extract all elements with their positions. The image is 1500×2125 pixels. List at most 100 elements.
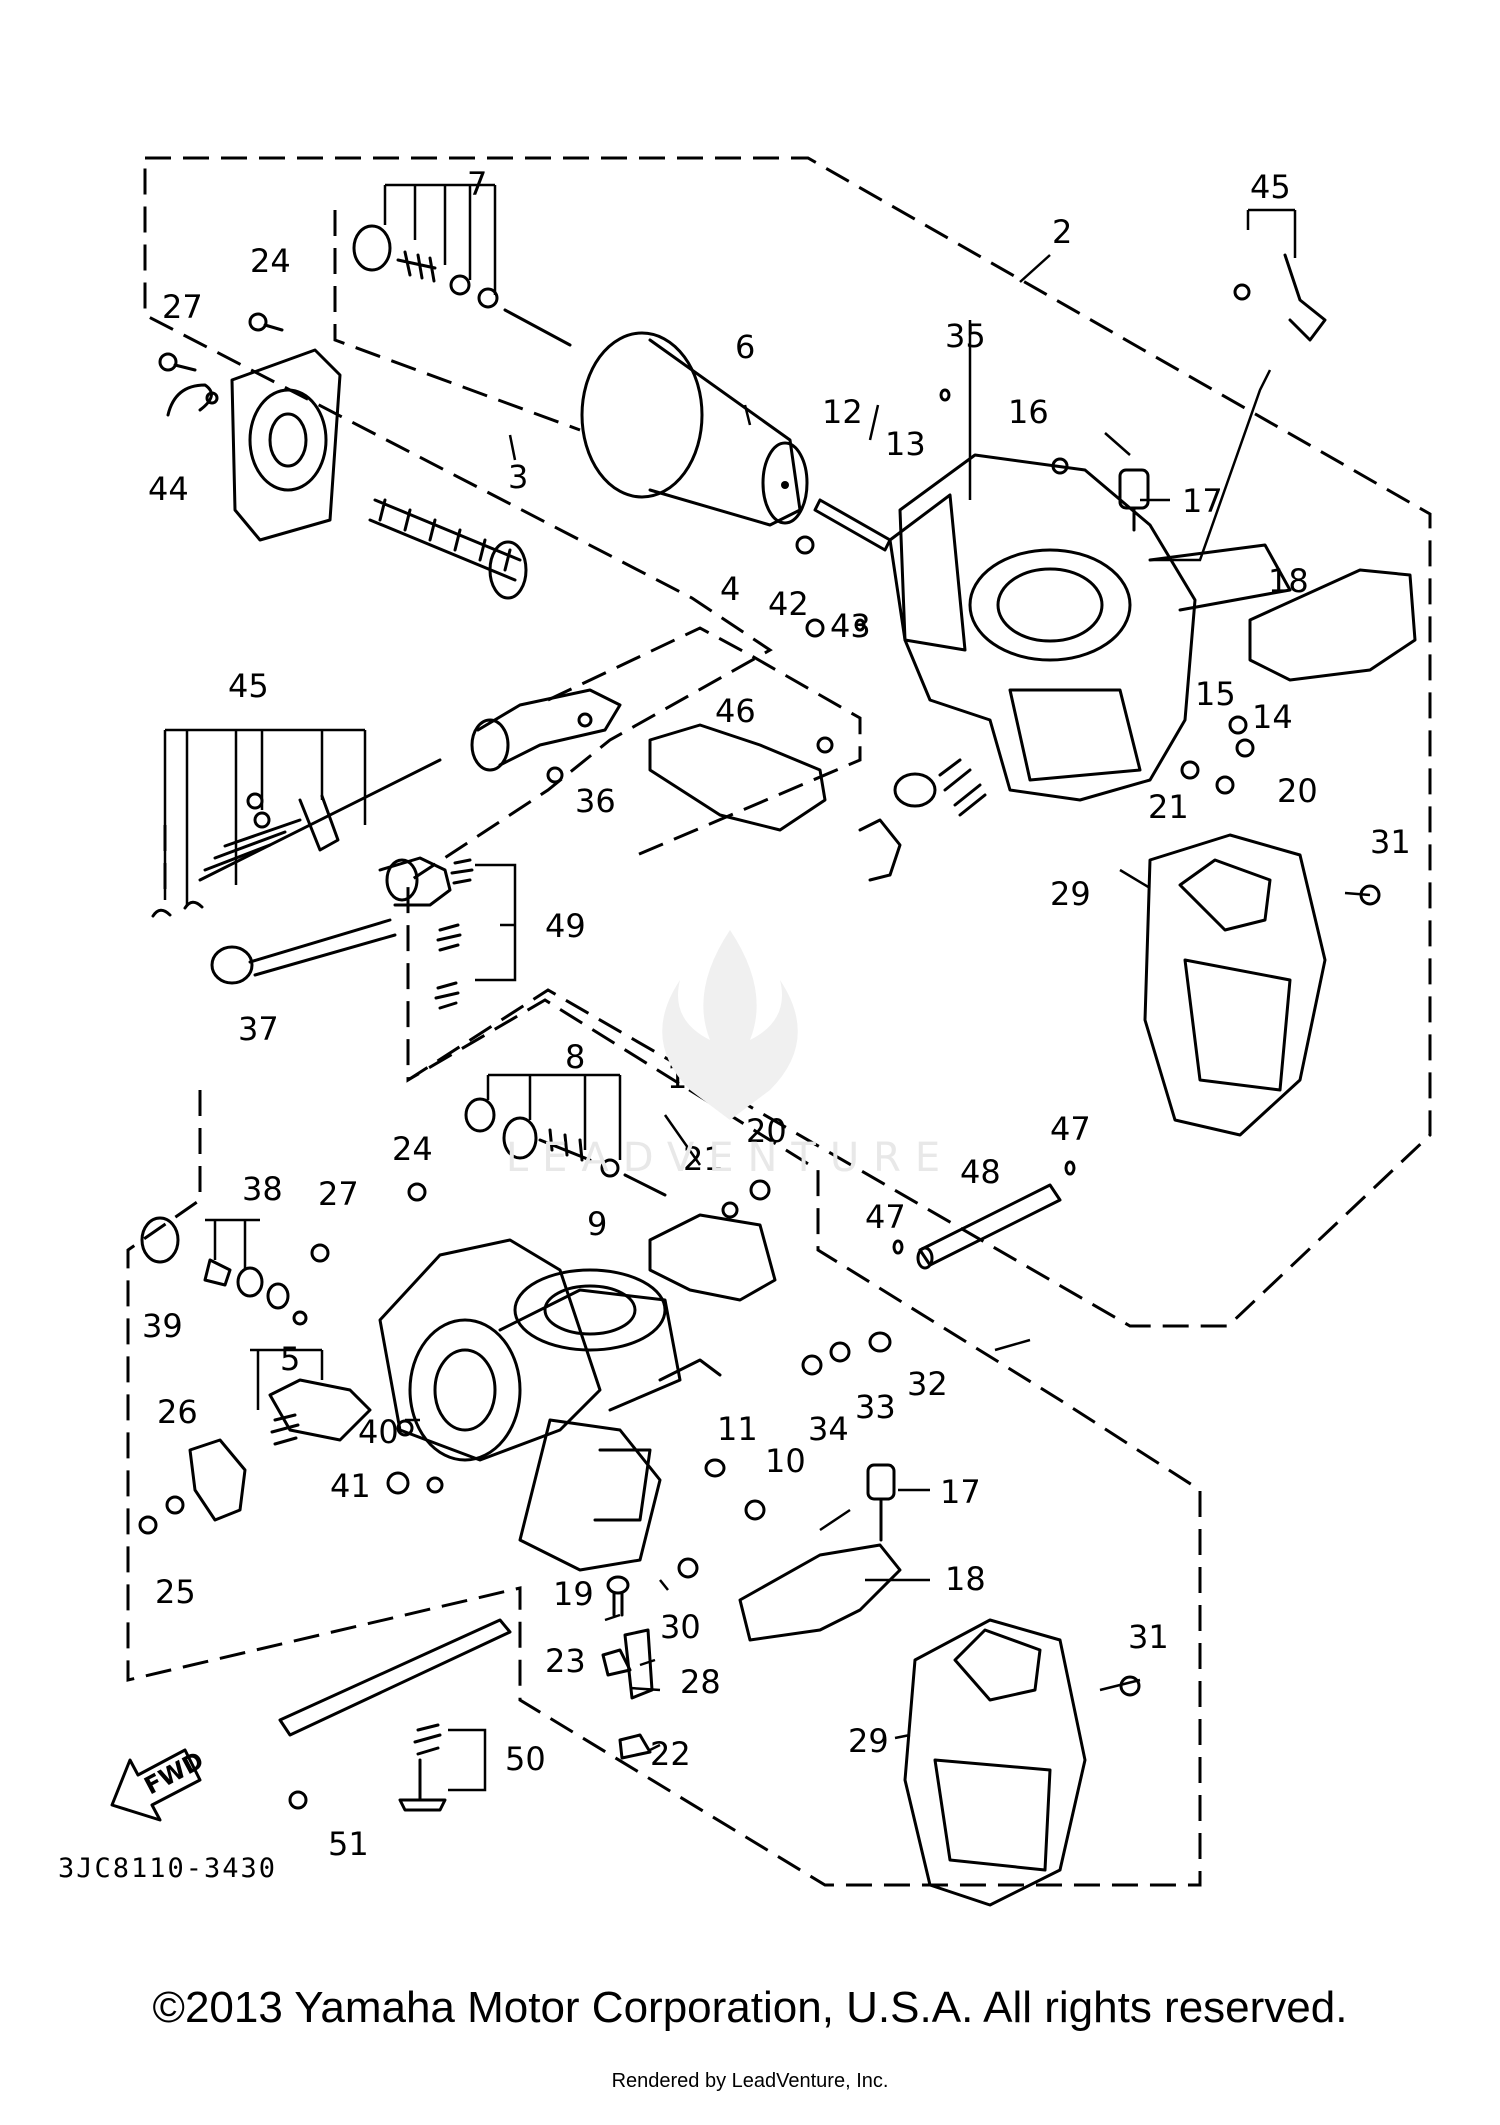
callout-40: 40 xyxy=(358,1413,399,1451)
screw-set-8 xyxy=(464,1073,667,1197)
callout-45: 45 xyxy=(1250,168,1291,206)
copyright-notice: ©2013 Yamaha Motor Corporation, U.S.A. A… xyxy=(152,1983,1348,2032)
callout-27-lower: 27 xyxy=(318,1175,359,1213)
callout-23: 23 xyxy=(545,1642,586,1680)
callout-5: 5 xyxy=(280,1340,300,1378)
callout-24-lower: 24 xyxy=(392,1130,433,1168)
lower-float-bowl xyxy=(903,1618,1087,1907)
callout-31: 31 xyxy=(1370,823,1411,861)
upper-carburetor-body xyxy=(888,453,1292,802)
part7-bracket xyxy=(333,210,581,432)
callout-18-lower: 18 xyxy=(945,1560,986,1598)
choke-plunger-bracket-50-51 xyxy=(278,1618,512,1812)
cover-plate-46 xyxy=(648,723,834,832)
callout-51: 51 xyxy=(328,1825,369,1863)
callout-31-lower: 31 xyxy=(1128,1618,1169,1656)
callout-41: 41 xyxy=(330,1467,371,1505)
jet-needle-12-13 xyxy=(813,498,892,552)
diagram-reference-code: 3JC8110-3430 xyxy=(58,1853,278,1884)
drain-parts-19-23-28-22 xyxy=(601,1575,654,1760)
callout-38: 38 xyxy=(242,1170,283,1208)
callout-7: 7 xyxy=(467,165,487,203)
callout-47: 47 xyxy=(1050,1110,1091,1148)
callout-1: 1 xyxy=(667,1058,687,1096)
idle-screw-37 xyxy=(210,856,452,985)
callout-19: 19 xyxy=(553,1575,594,1613)
callout-4: 4 xyxy=(720,570,740,608)
callout-46: 46 xyxy=(715,692,756,730)
upper-choke-lever-18 xyxy=(1248,568,1417,682)
callout-13: 13 xyxy=(885,425,926,463)
callout-9: 9 xyxy=(587,1205,607,1243)
callout-49: 49 xyxy=(545,907,586,945)
rendered-by-credit: Rendered by LeadVenture, Inc. xyxy=(611,2070,889,2092)
callout-24: 24 xyxy=(250,242,291,280)
callout-21-lower: 21 xyxy=(683,1140,724,1178)
fwd-direction-arrow: FWD xyxy=(110,1746,208,1822)
callout-36: 36 xyxy=(575,782,616,820)
callout-29: 29 xyxy=(1050,875,1091,913)
callout-20: 20 xyxy=(1277,772,1318,810)
choke-lever-9 xyxy=(648,1213,777,1302)
upper-plunger-17 xyxy=(1118,468,1150,532)
callout-12: 12 xyxy=(822,393,863,431)
callout-16: 16 xyxy=(1008,393,1049,431)
callout-47-lower: 47 xyxy=(865,1198,906,1236)
coil-spring-linkage xyxy=(858,758,987,882)
callout-30: 30 xyxy=(660,1608,701,1646)
springs-49 xyxy=(434,858,517,1010)
callout-50: 50 xyxy=(505,1740,546,1778)
callout-48: 48 xyxy=(960,1153,1001,1191)
vacuum-piston-6 xyxy=(580,331,809,527)
lower-plunger-17 xyxy=(866,1463,896,1542)
callout-numbers: 2 45 7 24 27 44 6 3 35 12 13 16 17 4 42 … xyxy=(142,165,1411,1863)
needle-set-7 xyxy=(352,183,572,347)
callout-45-lower: 45 xyxy=(228,667,269,705)
callout-39: 39 xyxy=(142,1307,183,1345)
callout-22: 22 xyxy=(650,1735,691,1773)
throttle-shaft-45 xyxy=(151,728,442,918)
callout-42: 42 xyxy=(768,585,809,623)
diaphragm-5 xyxy=(188,1348,372,1522)
callout-32: 32 xyxy=(907,1365,948,1403)
callout-15: 15 xyxy=(1195,675,1236,713)
callout-44: 44 xyxy=(148,470,189,508)
callout-37: 37 xyxy=(238,1010,279,1048)
callout-26: 26 xyxy=(157,1393,198,1431)
leader-lines xyxy=(405,254,1371,1752)
callout-25: 25 xyxy=(155,1573,196,1611)
screws-24-27-44 xyxy=(158,312,284,417)
callout-14: 14 xyxy=(1252,698,1293,736)
callout-3: 3 xyxy=(508,458,528,496)
callout-29-lower: 29 xyxy=(848,1722,889,1760)
lower-carburetor-body xyxy=(378,1238,722,1572)
callout-20-lower: 20 xyxy=(746,1112,787,1150)
upper-float-bowl xyxy=(1143,833,1327,1137)
spring-3 xyxy=(368,498,528,600)
callout-8: 8 xyxy=(565,1038,585,1076)
callout-17: 17 xyxy=(1182,482,1223,520)
pilot-screw-38-39 xyxy=(140,1216,308,1326)
callout-43: 43 xyxy=(830,607,871,645)
top-cover-left xyxy=(230,348,342,542)
callout-2: 2 xyxy=(1052,213,1072,251)
throttle-lever-arm xyxy=(470,688,622,772)
callout-27: 27 xyxy=(162,288,203,326)
callout-11: 11 xyxy=(717,1410,758,1448)
throttle-linkage-outline xyxy=(547,626,862,860)
callout-10: 10 xyxy=(765,1442,806,1480)
callout-35: 35 xyxy=(945,317,986,355)
small-fasteners-lower xyxy=(138,388,1381,1697)
callout-34: 34 xyxy=(808,1410,849,1448)
callout-17-lower: 17 xyxy=(940,1473,981,1511)
callout-33: 33 xyxy=(855,1388,896,1426)
callout-18: 18 xyxy=(1268,562,1309,600)
callout-21: 21 xyxy=(1148,788,1189,826)
callout-6: 6 xyxy=(735,328,755,366)
callout-28: 28 xyxy=(680,1663,721,1701)
fuel-pipe-48 xyxy=(916,1183,1062,1270)
lever-45-upper xyxy=(1233,208,1327,342)
lower-choke-lever-18 xyxy=(738,1543,902,1642)
lower-carburetor-assembly-outline xyxy=(126,998,1202,1887)
